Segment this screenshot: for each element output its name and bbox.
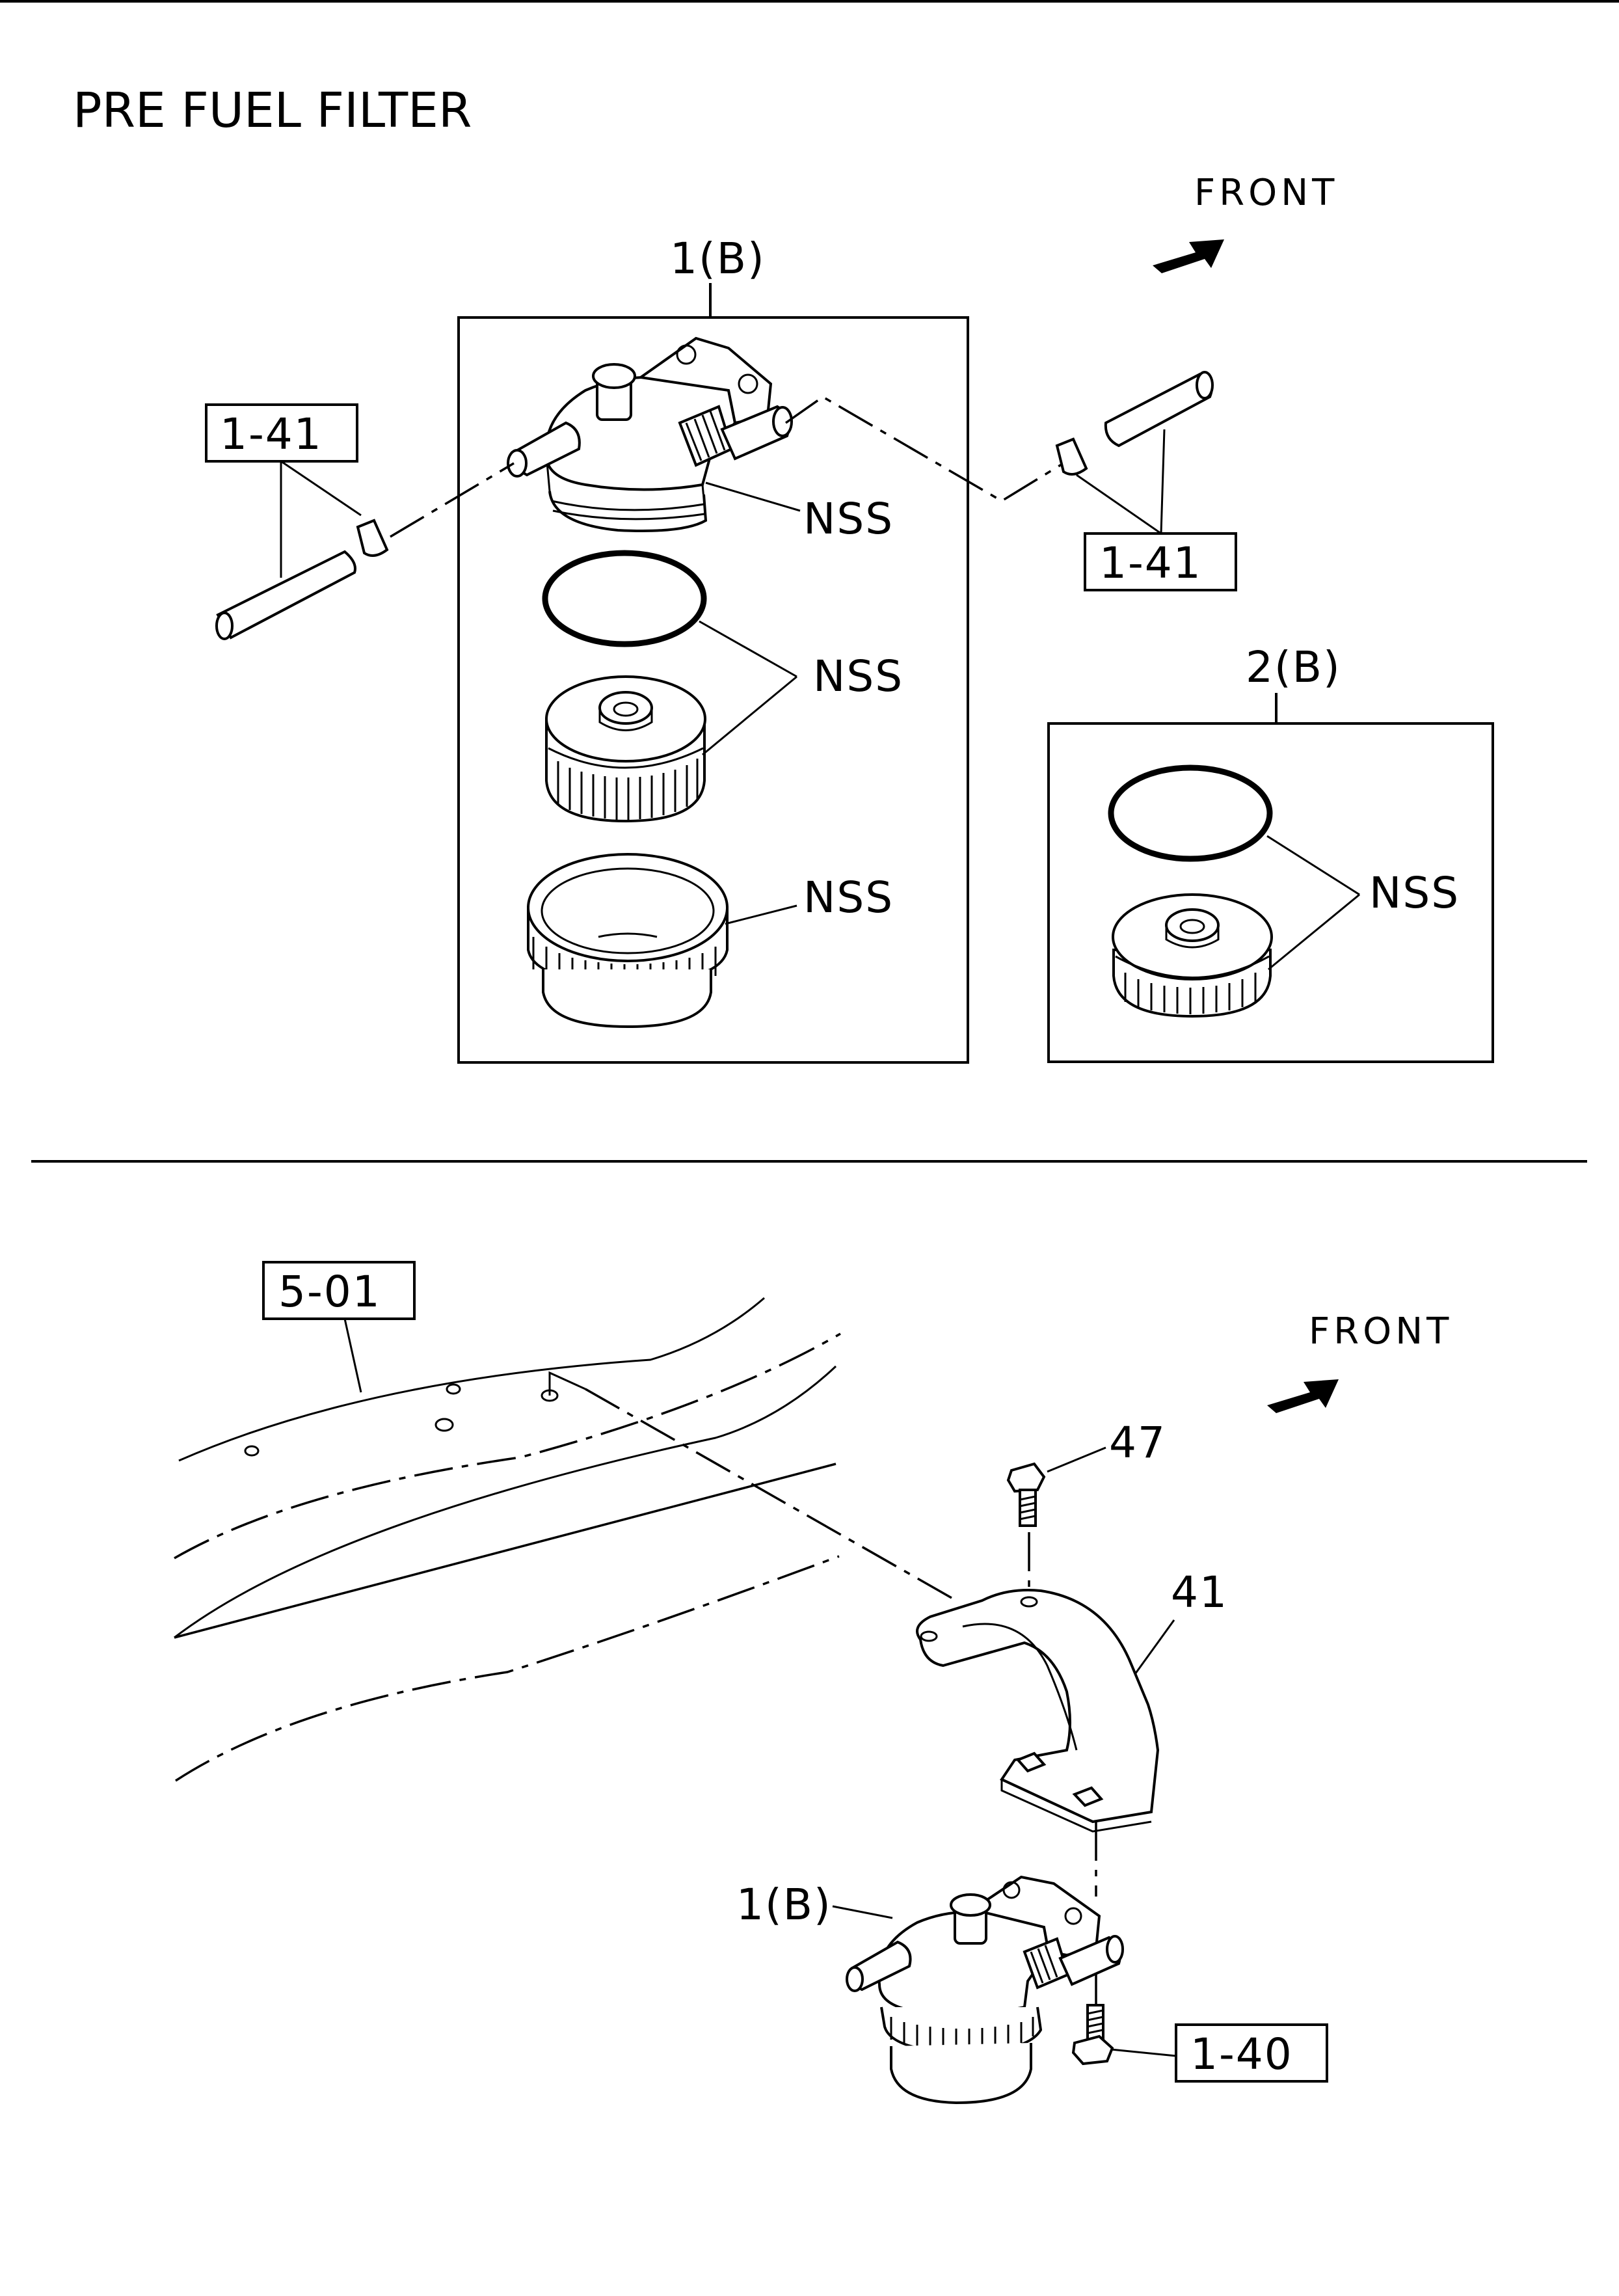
front-label-bottom: FRONT	[1309, 1310, 1452, 1353]
ref-1-41-right: 1-41	[1099, 538, 1202, 588]
kit-1b-box	[457, 316, 969, 1064]
frame-rail: 5-01	[174, 1261, 957, 1782]
label-1b-top: 1(B)	[670, 234, 766, 284]
label-nss-element: NSS	[813, 651, 903, 701]
o-ring-1b	[542, 550, 707, 647]
kit-2b-group: 2(B)	[1047, 642, 1494, 1063]
ref-5-01: 5-01	[278, 1267, 381, 1317]
filter-element-2b	[1112, 893, 1273, 1018]
bolt-1-40: 1-40	[1071, 1975, 1328, 2083]
hose-clamp-left-icon	[356, 519, 389, 557]
filter-bowl-1b	[527, 853, 729, 1029]
page-title: PRE FUEL FILTER	[73, 83, 472, 139]
leader-nss-element	[702, 675, 797, 756]
ref-box-1-40	[1175, 2023, 1328, 2083]
label-2b: 2(B)	[1246, 642, 1341, 692]
front-arrow-icon	[1153, 239, 1224, 273]
bracket-41: 41	[916, 1567, 1228, 1897]
o-ring-2b	[1108, 764, 1273, 862]
kit-1b-group: 1(B)	[457, 234, 969, 1064]
filter-assembly-1b-bottom: 1(B)	[736, 1875, 1124, 2105]
ref-box-5-01	[262, 1261, 416, 1320]
label-nss-kit: NSS	[1369, 868, 1460, 918]
ref-1-40: 1-40	[1190, 2029, 1293, 2079]
label-nss-bowl: NSS	[803, 872, 894, 923]
label-1b-bottom: 1(B)	[736, 1880, 832, 1930]
front-arrow-bottom: FRONT	[1267, 1310, 1452, 1413]
label-47: 47	[1109, 1418, 1166, 1468]
label-nss-housing: NSS	[803, 494, 894, 544]
filter-head-housing	[507, 336, 793, 532]
hose-clamp-right-icon	[1055, 437, 1088, 476]
hose-right-group: 1-41	[784, 371, 1237, 591]
kit-2b-box	[1047, 722, 1494, 1063]
leader-nss-housing	[705, 481, 801, 512]
label-41: 41	[1171, 1567, 1228, 1617]
hose-left-group: 1-41	[205, 403, 515, 640]
leader-nss-bowl	[725, 904, 797, 925]
front-label-top: FRONT	[1194, 172, 1338, 214]
ref-1-41-left: 1-41	[220, 409, 323, 459]
hose-left	[216, 550, 356, 640]
front-arrow-top: FRONT	[1153, 172, 1338, 273]
ref-box-1-41-right	[1084, 532, 1237, 591]
filter-element-1b	[545, 675, 706, 823]
leader-nss-oring	[699, 620, 797, 678]
front-arrow-bottom-icon	[1267, 1379, 1339, 1413]
bolt-47: 47	[1006, 1418, 1166, 1600]
